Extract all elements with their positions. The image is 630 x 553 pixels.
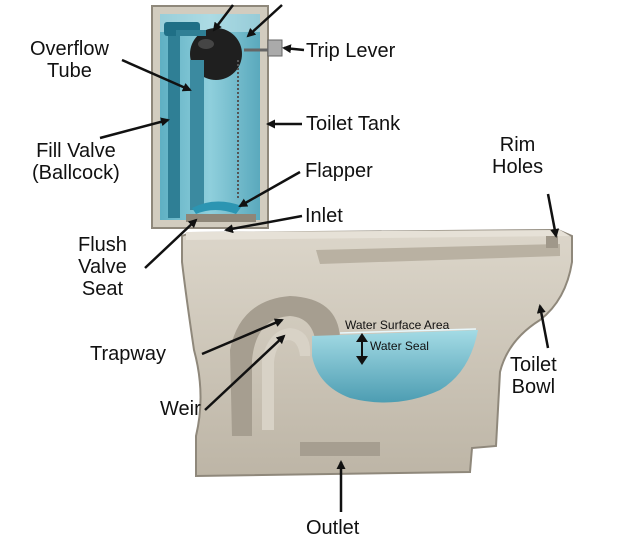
- flush-valve-seat: [186, 214, 256, 222]
- label-rim-holes-line2: Holes: [492, 156, 544, 178]
- label-overflow-tube: Overflow Tube: [30, 38, 109, 82]
- outlet-pipe: [300, 442, 380, 456]
- label-toilet-bowl: Toilet Bowl: [510, 354, 557, 398]
- label-weir: Weir: [160, 398, 201, 420]
- label-toilet-bowl-line2: Bowl: [511, 376, 556, 398]
- label-water-seal: Water Seal: [370, 339, 429, 353]
- label-inlet: Inlet: [305, 205, 343, 227]
- water-seal-arrow: [356, 333, 368, 365]
- label-fill-valve-line1: Fill Valve: [36, 140, 116, 162]
- label-flush-valve-seat-line1: Flush: [78, 234, 127, 256]
- rim-hole: [546, 236, 558, 248]
- label-water-surface-area: Water Surface Area: [345, 318, 450, 332]
- label-flush-valve-seat-line2: Valve: [78, 256, 127, 278]
- label-flush-valve-seat: Flush Valve Seat: [78, 234, 127, 300]
- trip-lever: [244, 39, 283, 57]
- flapper: [192, 201, 242, 214]
- label-overflow-tube-line1: Overflow: [30, 38, 109, 60]
- label-rim-holes: Rim Holes: [492, 134, 543, 178]
- label-flapper: Flapper: [305, 160, 373, 182]
- overflow-tube: [190, 60, 204, 210]
- pointer-lines: [99, 4, 560, 512]
- fill-valve: [164, 22, 206, 218]
- label-fill-valve: Fill Valve (Ballcock): [32, 140, 120, 184]
- label-flush-valve-seat-line3: Seat: [81, 278, 124, 300]
- bowl-water: [312, 330, 478, 403]
- label-fill-valve-line2: (Ballcock): [32, 162, 120, 184]
- label-overflow-tube-line2: Tube: [47, 60, 92, 82]
- label-toilet-tank: Toilet Tank: [306, 113, 401, 135]
- label-trip-lever: Trip Lever: [306, 40, 396, 62]
- label-toilet-bowl-line1: Toilet: [510, 354, 557, 376]
- label-rim-holes-line1: Rim: [499, 134, 536, 156]
- label-outlet: Outlet: [306, 517, 360, 539]
- label-trapway: Trapway: [90, 343, 166, 365]
- weir: [262, 328, 311, 430]
- water-surface-line: [339, 328, 477, 334]
